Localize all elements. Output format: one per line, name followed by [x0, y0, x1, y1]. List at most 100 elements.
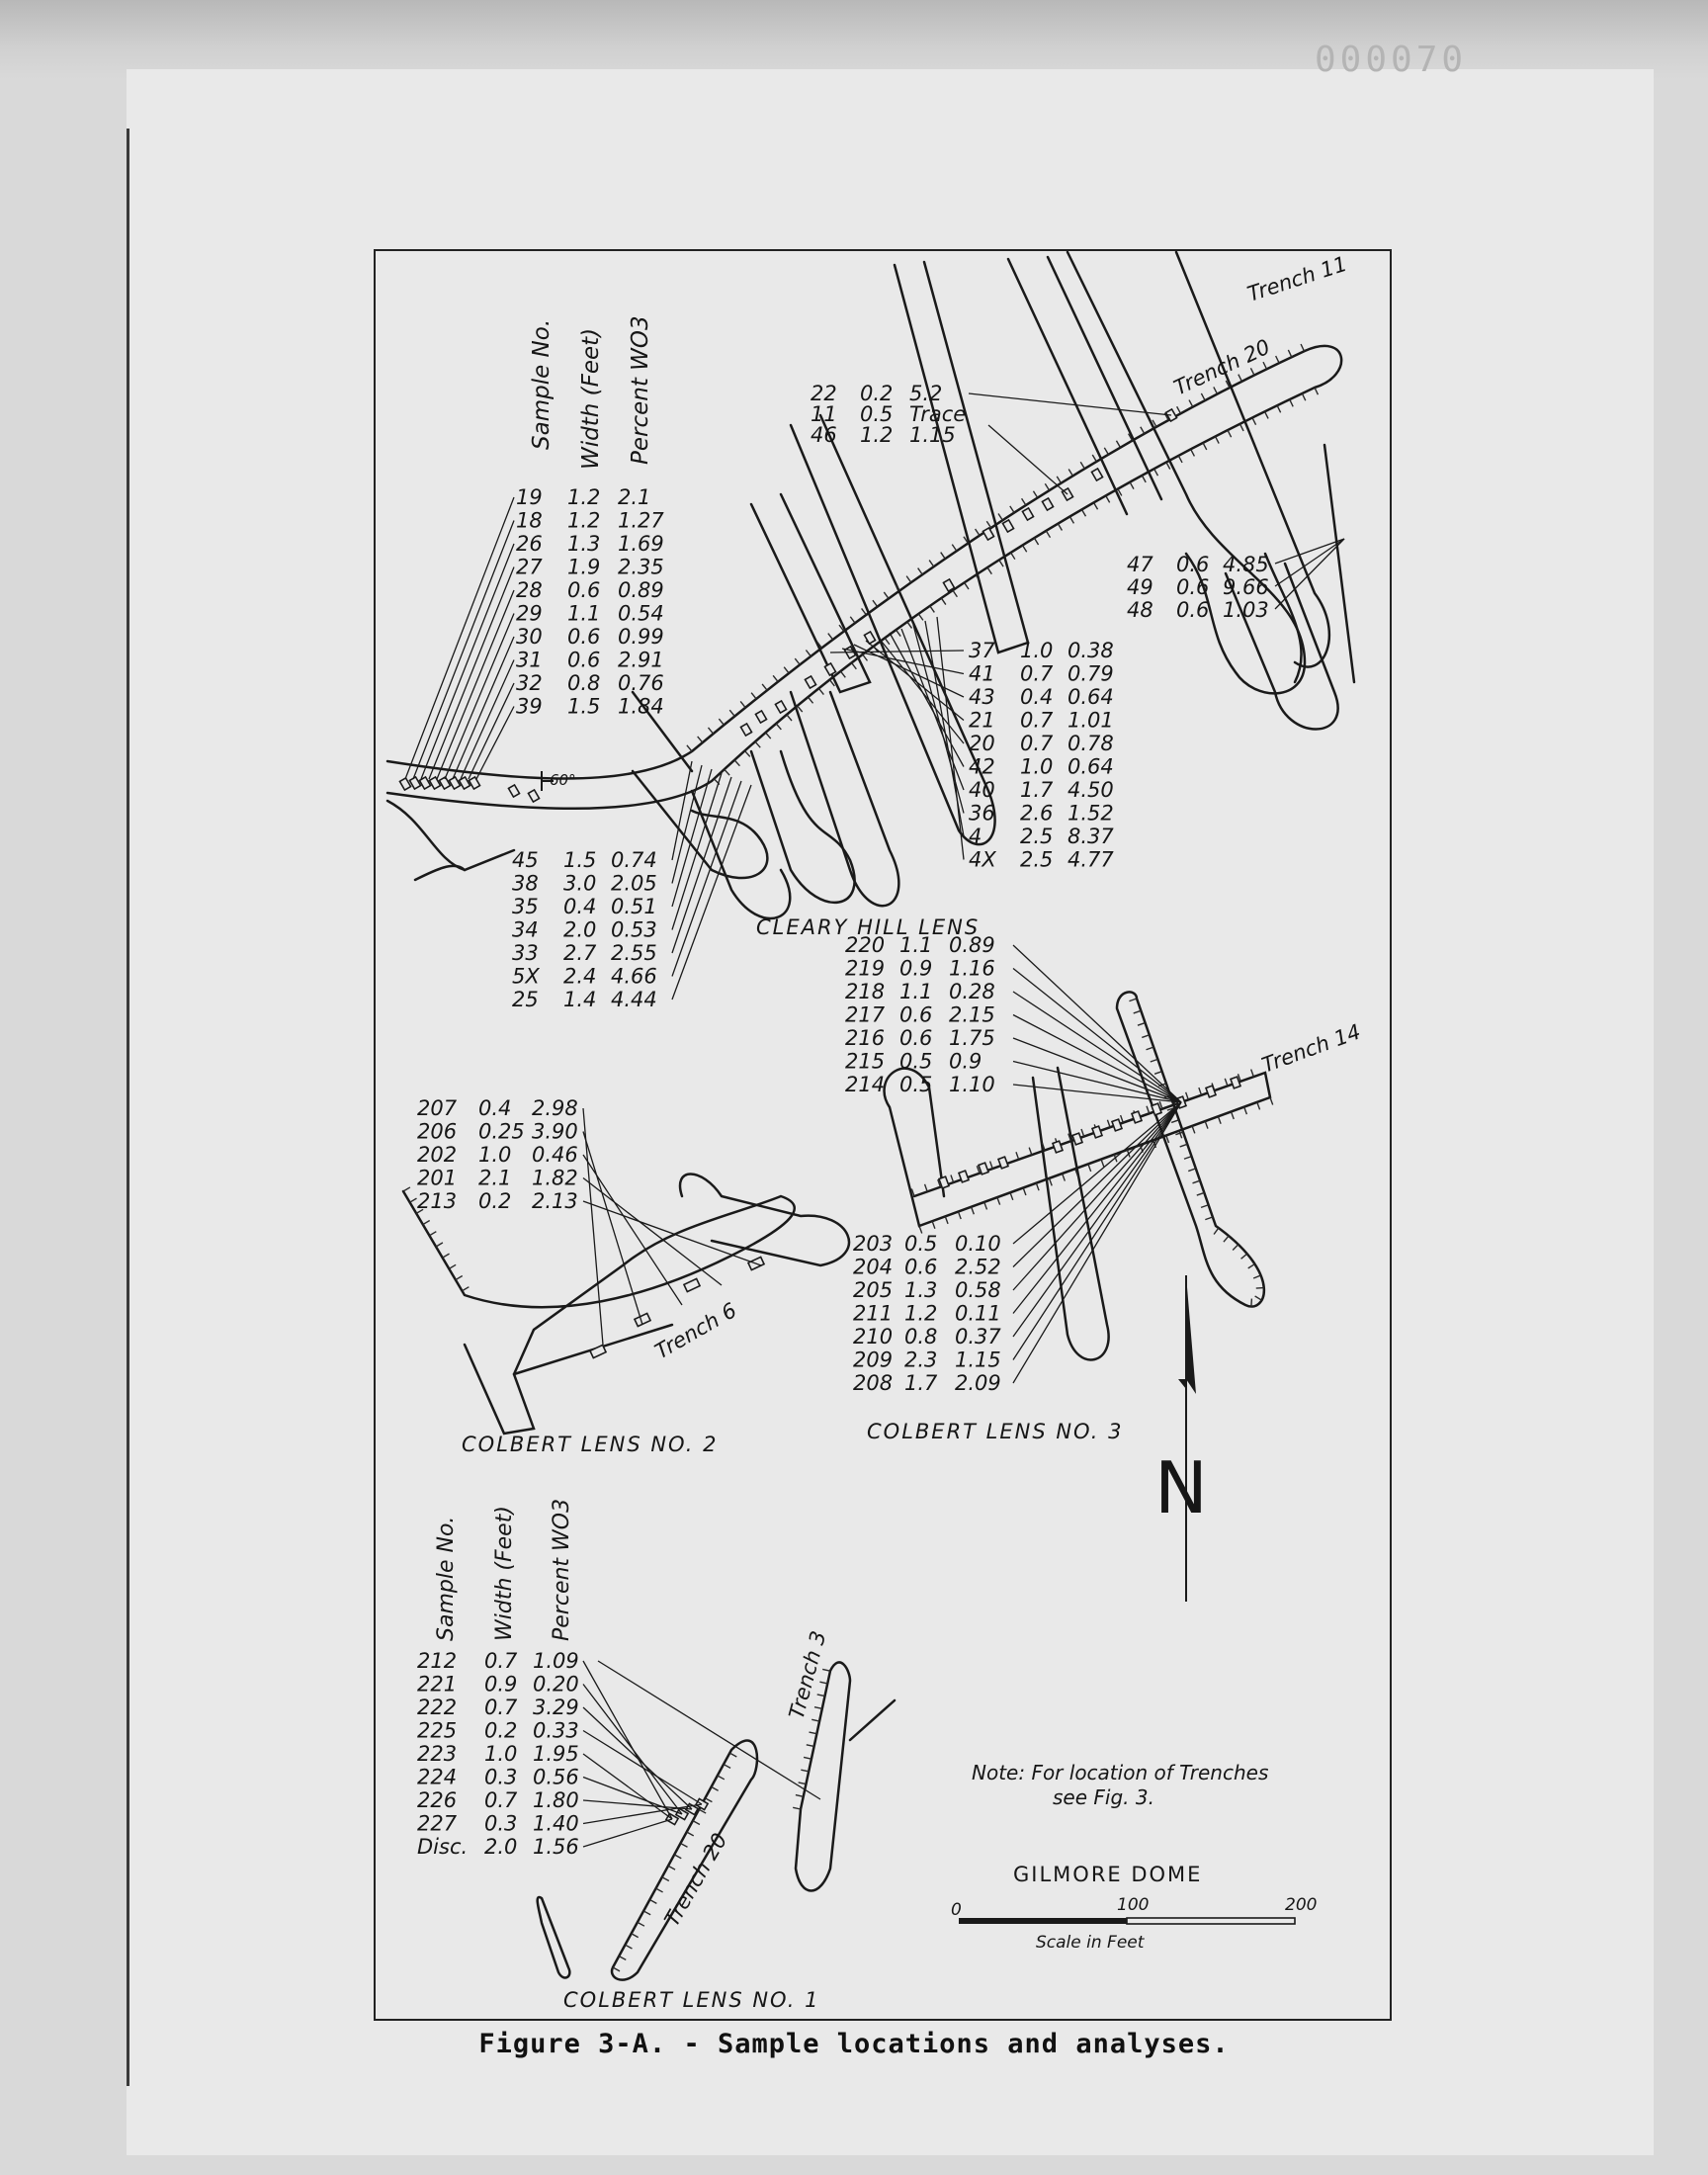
leader-trench14-3	[1012, 1013, 1182, 1103]
trench14-lower-tick	[1100, 1159, 1105, 1168]
center-row-9-col-0: 4X	[969, 848, 996, 872]
trench20-sample-marker-2	[418, 775, 432, 791]
trench14-cross-tick	[1142, 1034, 1151, 1039]
upper_left-row-8-col-1: 0.8	[567, 671, 600, 695]
trench3-tick	[821, 1668, 831, 1672]
trench20-lower-tick	[1080, 509, 1087, 517]
trench-14-cross-2	[1115, 991, 1266, 1308]
upper_left-row-9-col-0: 39	[516, 695, 543, 719]
upper_right-row-0-col-2: 4.85	[1223, 553, 1269, 576]
trench20-lower-tick	[1289, 398, 1294, 407]
upper_right-row-0-col-0: 47	[1127, 553, 1153, 576]
trench20-upper-tick	[1044, 482, 1051, 491]
colbert2-left-tick	[455, 1274, 464, 1281]
lower_left-row-3-col-2: 0.53	[611, 918, 657, 942]
leader-colbert3-6	[1012, 1101, 1182, 1384]
trench20-sample-marker-21	[1041, 496, 1055, 512]
leader-colbert1-trench3	[597, 1660, 821, 1800]
center-row-7-col-1: 2.6	[1020, 802, 1053, 826]
trench3-tick	[795, 1793, 804, 1797]
trench20-colbert1-tick	[711, 1785, 719, 1791]
leader-colbert1-4	[582, 1753, 673, 1820]
trench3-tick	[809, 1731, 817, 1735]
colbert1-row-2-col-2: 3.29	[533, 1696, 579, 1719]
colbert2-row-4-col-0: 213	[417, 1189, 457, 1213]
trench20-colbert1-tick	[637, 1921, 645, 1927]
lower-table-headers: Sample No. Width (Feet) Percent WO3	[434, 1499, 574, 1641]
colbert3-row-2-col-2: 0.58	[955, 1278, 1001, 1302]
center-row-6-col-0: 40	[969, 778, 995, 802]
trench14-upper-tick	[937, 1178, 942, 1187]
trench20-colbert1-tick	[698, 1808, 707, 1814]
trench20-colbert1-tick	[649, 1898, 657, 1904]
trench14-upper-tick	[1158, 1100, 1163, 1109]
upper_left-row-3-col-2: 2.35	[618, 556, 664, 579]
trench20-upper-tick	[849, 616, 856, 624]
leader-upper-left-7	[460, 659, 515, 780]
colbert2-left-tick	[462, 1286, 470, 1292]
branch-left-lower	[385, 799, 516, 872]
trench3-tick	[819, 1681, 828, 1685]
colbert1-row-5-col-2: 0.56	[533, 1766, 579, 1789]
trench-14-label: Trench 14	[1259, 1019, 1364, 1077]
colbert2-row-2-col-0: 202	[417, 1143, 457, 1167]
trench14-sample-marker-1	[957, 1170, 971, 1183]
leader-center-0	[829, 650, 965, 653]
trench20-sample-marker-20	[1021, 506, 1035, 522]
colbert2-sample-marker-1	[633, 1312, 652, 1328]
trench14-row-2-col-1: 1.1	[899, 980, 932, 1003]
trench20-lower-tick	[1105, 495, 1111, 503]
trench20-lower-tick	[895, 629, 901, 637]
colbert2-left-tick	[402, 1186, 411, 1192]
trench20-upper-tick	[1262, 361, 1268, 370]
upper_top-row-1-col-1: 0.5	[860, 402, 893, 426]
leader-lower-left-6	[671, 784, 752, 1000]
trench20-upper-tick	[1225, 380, 1231, 389]
leader-lower-left-5	[671, 780, 742, 977]
trench20-lower-tick	[917, 613, 924, 621]
colbert1-row-6-col-1: 0.7	[484, 1788, 518, 1812]
colbert1-row-7-col-2: 1.40	[533, 1812, 579, 1836]
trench14-row-6-col-1: 0.5	[899, 1073, 932, 1096]
colbert1-row-5-col-1: 0.3	[484, 1766, 517, 1789]
trench20-lower-tick	[884, 637, 891, 646]
leader-center-3	[865, 640, 965, 722]
trench3-tick	[801, 1769, 810, 1773]
trench20-sample-marker-12	[774, 699, 788, 715]
colbert2-row-3-col-0: 201	[417, 1167, 457, 1190]
leader-upper-left-8	[468, 682, 515, 780]
crosscut-6	[1263, 552, 1303, 684]
leader-colbert1-6	[582, 1799, 693, 1810]
center-row-4-col-2: 0.78	[1068, 732, 1114, 755]
trench20-lower-tick	[817, 687, 824, 695]
colbert3-row-6-col-0: 208	[853, 1371, 893, 1395]
trench-11-label: Trench 11	[1244, 252, 1350, 306]
trench20-upper-tick	[761, 683, 768, 691]
upper_left-row-7-col-1: 0.6	[567, 649, 600, 672]
trench14-row-6-col-0: 214	[845, 1073, 885, 1096]
trench20-upper-tick	[772, 674, 779, 683]
trench14-upper-tick	[1041, 1142, 1046, 1151]
colbert2-sample-marker-2	[682, 1277, 702, 1293]
upper_left-row-5-col-0: 29	[516, 602, 543, 626]
lower_left-row-2-col-1: 0.4	[563, 895, 596, 918]
trench14-row-2-col-2: 0.28	[949, 980, 995, 1003]
loop-a	[631, 769, 769, 880]
colbert3-row-5-col-0: 209	[853, 1348, 893, 1372]
trench-3-label: Trench 3	[785, 1628, 831, 1721]
trench-3-outline	[794, 1661, 852, 1892]
trench20-upper-tick	[895, 583, 900, 591]
lower_left-row-5-col-0: 5X	[512, 965, 540, 989]
trench14-sample-marker-3	[996, 1156, 1010, 1170]
leader-colbert2-0	[582, 1107, 604, 1346]
trench14-cross-tick	[1250, 1298, 1253, 1307]
trench14-lower-tick	[1217, 1116, 1222, 1125]
trench14-row-1-col-2: 1.16	[949, 957, 995, 981]
lower_left-row-3-col-0: 34	[512, 918, 539, 942]
colbert2-row-3-col-2: 1.82	[532, 1167, 578, 1190]
leader-lower-left-3	[671, 772, 723, 930]
colbert3-row-5-col-1: 2.3	[904, 1348, 937, 1372]
trench20-colbert1-tick	[631, 1933, 640, 1939]
colbert2-row-1-col-1: 0.25	[478, 1120, 525, 1144]
scale-tick-200: 200	[1285, 1895, 1317, 1915]
